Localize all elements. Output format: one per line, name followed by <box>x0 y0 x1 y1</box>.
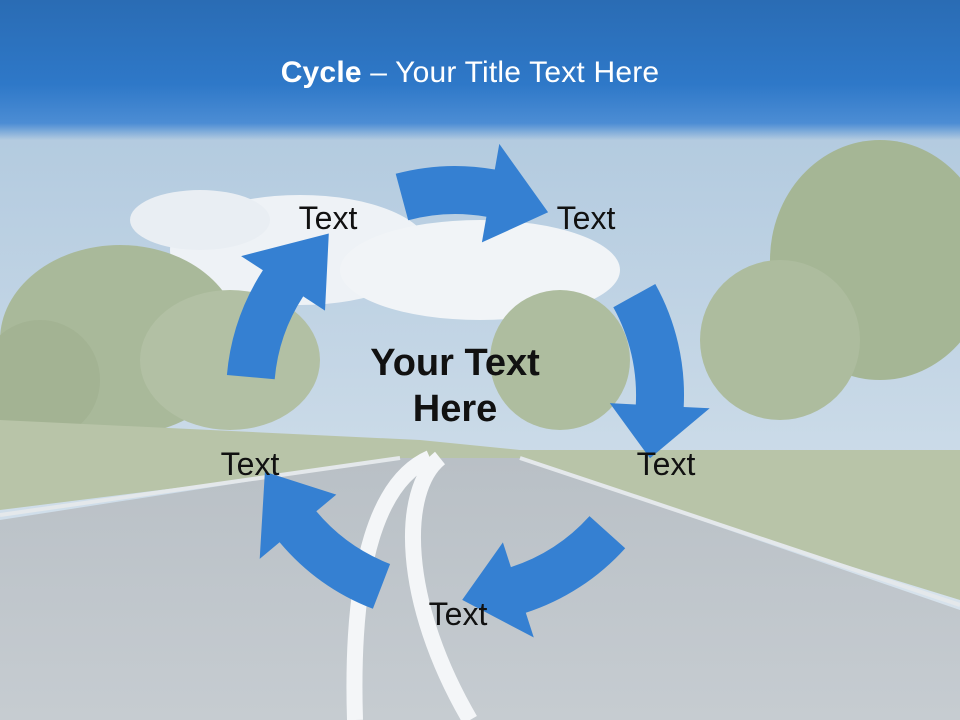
arrow-right <box>609 284 710 459</box>
center-text: Your Text Here <box>330 340 580 433</box>
center-text-line1: Your Text <box>370 342 540 384</box>
title-bar <box>0 0 960 140</box>
node-label-top-right: Text <box>556 200 616 236</box>
node-label-right: Text <box>636 446 696 482</box>
node-label-left: Text <box>220 446 280 482</box>
slide-title: Cycle – Your Title Text Here <box>0 56 940 90</box>
node-label-bottom: Text <box>428 596 488 632</box>
title-rest-part: – Your Title Text Here <box>361 56 660 89</box>
arrow-left <box>226 233 329 380</box>
arrow-bottom-left <box>259 471 391 609</box>
node-label-top-left: Text <box>298 200 358 236</box>
arrow-bottom-right <box>462 516 626 638</box>
title-bold-part: Cycle <box>280 56 362 89</box>
arrow-top <box>395 143 549 243</box>
center-text-line2: Here <box>412 388 498 431</box>
